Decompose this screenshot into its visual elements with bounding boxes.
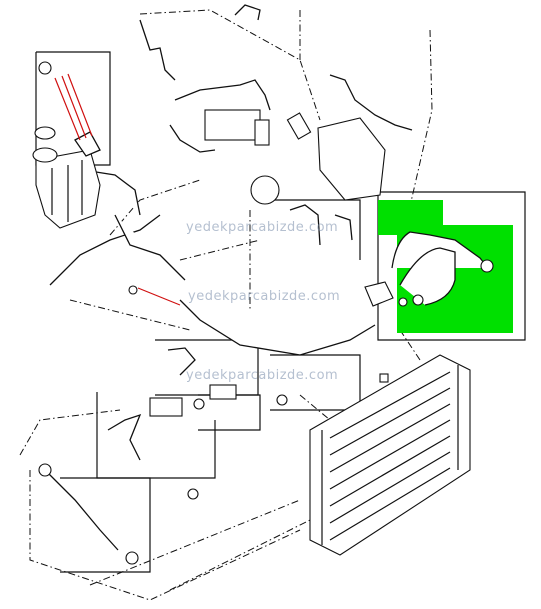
bottom-clip (187, 488, 199, 500)
hose-clamp-highlighted (480, 259, 494, 273)
hose-clip (193, 398, 205, 410)
tank-cap (32, 147, 58, 163)
overflow-hose (44, 469, 119, 551)
oil-cooler (317, 117, 386, 201)
assembly-guide-lines (19, 9, 433, 601)
engine-hose (289, 204, 321, 246)
small-square-part (379, 373, 389, 383)
bleed-hose (167, 347, 196, 376)
heater-pipe-end (234, 4, 261, 21)
main-radiator-hose (179, 299, 376, 356)
radiator-plug (276, 394, 288, 406)
overflow-clamp-bottom (125, 551, 139, 565)
engine-hose-2 (334, 214, 353, 241)
sensor (254, 119, 270, 146)
lower-hoses (38, 204, 389, 565)
bypass-hose (169, 124, 216, 153)
bolt (398, 297, 408, 307)
expansion-tank (32, 61, 141, 229)
heater-pipe (139, 19, 176, 81)
callout-boxes (35, 51, 526, 573)
radiator (309, 354, 471, 556)
hose-section (209, 384, 237, 400)
bleed-screw (128, 285, 138, 295)
hose-clamp-highlighted-2 (412, 294, 424, 306)
overflow-clamp-top (38, 463, 52, 477)
callout-lines (54, 73, 181, 306)
cap-separate (34, 126, 56, 140)
upper-pipes (139, 4, 413, 205)
drain-valve (149, 397, 183, 417)
radiator-bottom-hose (107, 413, 142, 461)
connector-hose (286, 112, 312, 140)
return-hose-2 (114, 214, 186, 281)
coolant-pipe-right (329, 74, 413, 131)
coolant-pipe-upper (174, 79, 271, 111)
highlighted-hose-group (364, 200, 513, 333)
water-pump (250, 175, 280, 205)
highlighted-hose-branch (399, 247, 456, 306)
clamp-top (38, 61, 52, 75)
thermostat-housing (204, 109, 261, 141)
outlet-housing (364, 281, 394, 307)
tank-hose (95, 171, 141, 216)
